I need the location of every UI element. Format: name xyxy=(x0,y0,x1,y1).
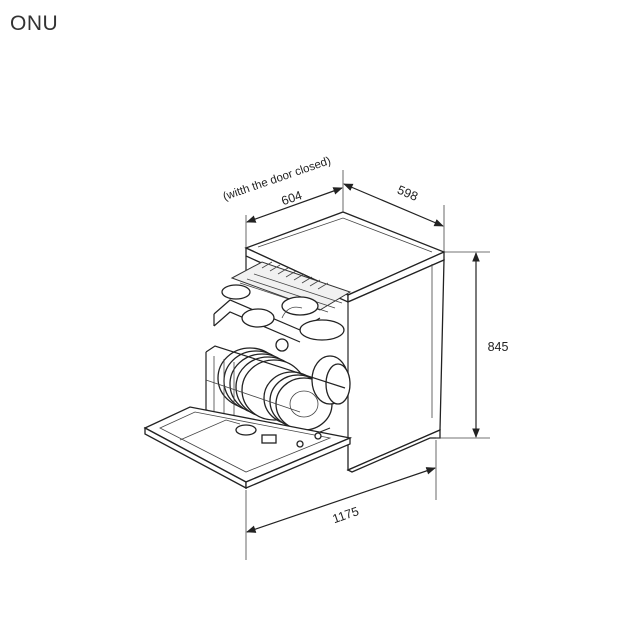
door-open-dimension-line xyxy=(246,467,436,533)
depth-label: 598 xyxy=(395,183,420,204)
brand-label: ONU xyxy=(10,12,59,35)
open-door xyxy=(143,406,353,490)
height-label: 845 xyxy=(488,340,509,354)
door-open-depth-label: 1175 xyxy=(331,504,361,526)
width-dimension-line xyxy=(246,187,343,223)
door-closed-note: (witth the door closed) xyxy=(222,155,333,203)
width-label: 604 xyxy=(280,188,304,208)
depth-dimension-line xyxy=(343,183,444,227)
upper-rack xyxy=(213,261,352,352)
lower-rack xyxy=(205,345,351,441)
